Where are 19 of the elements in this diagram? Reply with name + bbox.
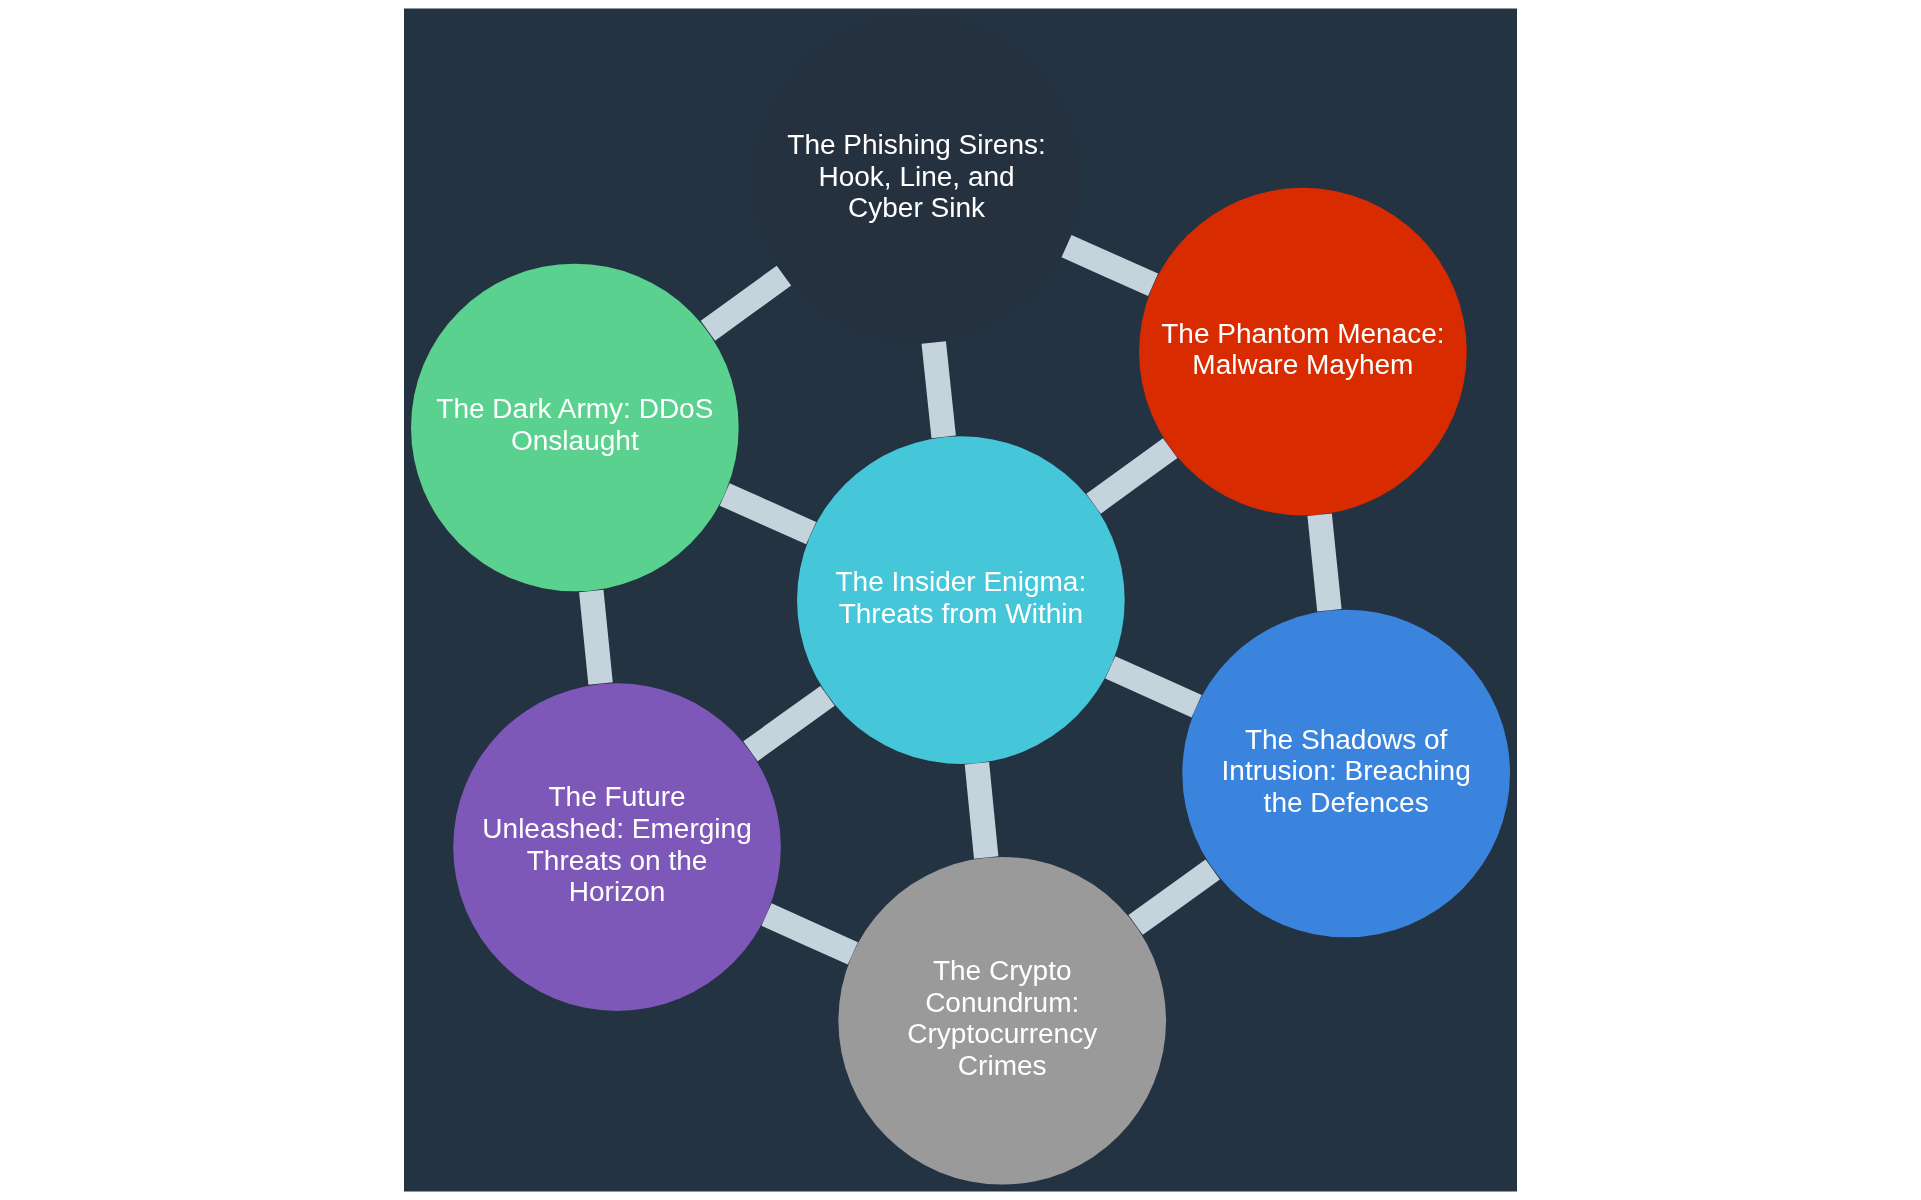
node-circle: The Shadows of Intrusion: Breaching the Defences xyxy=(1182,609,1510,938)
node-circle: The Insider Enigma: Threats from Within xyxy=(797,436,1125,764)
connector xyxy=(700,265,792,341)
connector xyxy=(1307,513,1342,612)
connector xyxy=(1061,234,1159,296)
connector xyxy=(1086,438,1178,514)
node-circle: The Phantom Menace: Malware Mayhem xyxy=(1139,187,1467,516)
connector xyxy=(921,341,956,439)
connector xyxy=(743,685,835,762)
connector xyxy=(719,483,817,545)
connector xyxy=(1105,656,1202,718)
node-circle: The Future Unleashed: Emerging Threats on the Horizon xyxy=(453,683,781,1011)
node-text: The Phishing Sirens: Hook, Line, and Cyber Sink xyxy=(787,129,1046,224)
connector xyxy=(761,903,858,965)
connector xyxy=(964,762,999,859)
node-circle: The Crypto Conundrum: Cryptocurrency Crimes xyxy=(838,856,1167,1185)
connector xyxy=(1128,859,1220,935)
node-circle: The Dark Army: DDoS Onslaught xyxy=(411,263,739,592)
connector xyxy=(579,589,613,685)
